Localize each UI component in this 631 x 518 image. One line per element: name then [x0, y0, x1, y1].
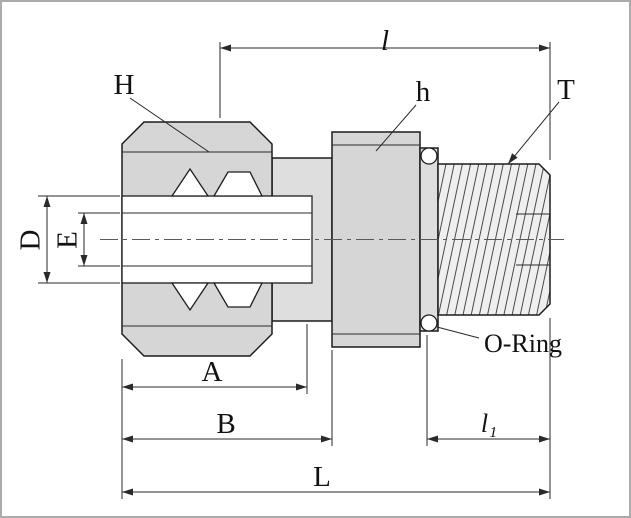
leader-line-h: [375, 104, 417, 152]
arrowhead: [427, 435, 438, 443]
part-label-o-ring: O-Ring: [484, 329, 562, 358]
dim-label-B: B: [216, 408, 235, 440]
dim-label-E: E: [52, 231, 84, 249]
labels: l H h T D E O-Ring A B l₁ L: [15, 25, 575, 493]
arrowhead: [508, 153, 518, 164]
dimension-lines: [38, 42, 560, 499]
fitting-shapes: [100, 121, 564, 357]
o-ring-top: [420, 147, 438, 165]
part-label-H: H: [114, 69, 135, 101]
arrowhead: [122, 488, 133, 496]
dim-label-L: L: [313, 461, 331, 493]
dim-label-l1: l₁: [481, 409, 497, 438]
dim-label-l: l: [381, 25, 389, 57]
part-label-T: T: [557, 74, 575, 106]
thread-section-outline: [437, 163, 551, 316]
arrowhead: [539, 435, 550, 443]
leader-line-H: [129, 97, 210, 153]
dim-label-A: A: [202, 356, 223, 388]
arrowhead: [321, 435, 332, 443]
part-label-h: h: [416, 76, 431, 108]
dim-label-D: D: [15, 230, 47, 251]
hex-section: [331, 131, 421, 348]
front-ferrule-top: [212, 171, 264, 197]
arrowhead: [122, 383, 133, 391]
arrowhead: [296, 383, 307, 391]
back-ferrule-top: [170, 167, 210, 197]
arrowhead: [80, 213, 88, 224]
arrowhead: [122, 435, 133, 443]
o-ring-bottom: [420, 314, 438, 332]
front-ferrule-bottom: [212, 282, 264, 308]
arrowhead: [539, 44, 550, 52]
arrowhead: [43, 196, 51, 207]
back-ferrule-bottom: [170, 282, 210, 312]
arrowhead: [220, 44, 231, 52]
arrowhead: [43, 272, 51, 283]
arrowhead: [539, 488, 550, 496]
leader-line-T: [507, 101, 560, 165]
arrowhead: [80, 255, 88, 266]
leader-line-o-ring: [436, 326, 480, 339]
